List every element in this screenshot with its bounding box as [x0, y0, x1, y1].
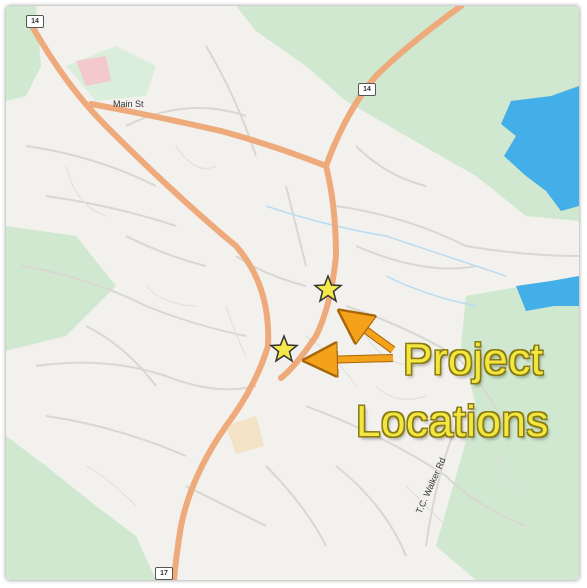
water-areas: [501, 86, 579, 311]
landuse-patch: [76, 56, 111, 86]
project-location-marker-icon[interactable]: [269, 334, 299, 364]
route-shield-14: 14: [26, 15, 44, 28]
streams: [265, 205, 507, 307]
highways: [29, 6, 464, 580]
map-frame[interactable]: 14 14 17 Main St T.C. Walker Rd Project …: [6, 6, 579, 580]
route-shield-17: 17: [155, 567, 173, 580]
landuse-patch: [226, 416, 264, 454]
route-shield-14: 14: [358, 83, 376, 96]
street-network: [20, 45, 579, 557]
callout-line-2: Locations: [356, 397, 549, 446]
project-location-marker-icon[interactable]: [313, 274, 343, 304]
callout-line-1: Project: [403, 335, 544, 384]
road-label-main-st: Main St: [113, 99, 144, 109]
map-canvas[interactable]: [6, 6, 579, 580]
